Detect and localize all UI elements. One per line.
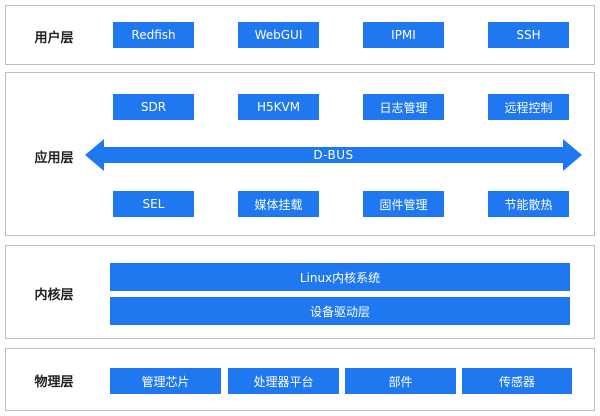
app-layer-label: 应用层 bbox=[34, 151, 74, 166]
physical-layer: 物理层 管理芯片 处理器平台 部件 传感器 bbox=[5, 348, 595, 411]
energy-cooling-box: 节能散热 bbox=[488, 191, 569, 217]
ssh-box: SSH bbox=[488, 22, 569, 48]
firmware-management-box: 固件管理 bbox=[363, 191, 444, 217]
sel-box: SEL bbox=[113, 191, 194, 217]
log-management-box: 日志管理 bbox=[363, 94, 444, 120]
kernel-layer: 内核层 Linux内核系统 设备驱动层 bbox=[5, 245, 595, 339]
remote-control-box: 远程控制 bbox=[488, 94, 569, 120]
double-arrow-icon bbox=[85, 139, 582, 171]
h5kvm-box: H5KVM bbox=[238, 94, 319, 120]
dbus-label: D-BUS bbox=[313, 148, 354, 162]
ipmi-box: IPMI bbox=[363, 22, 444, 48]
sdr-box: SDR bbox=[113, 94, 194, 120]
physical-layer-label: 物理层 bbox=[34, 375, 74, 390]
redfish-box: Redfish bbox=[113, 22, 194, 48]
management-chip-box: 管理芯片 bbox=[110, 368, 221, 394]
media-mount-box: 媒体挂载 bbox=[238, 191, 319, 217]
user-layer: 用户层 Redfish WebGUI IPMI SSH bbox=[5, 5, 595, 65]
components-box: 部件 bbox=[345, 368, 456, 394]
kernel-layer-label: 内核层 bbox=[34, 288, 74, 303]
dbus-arrow: D-BUS bbox=[85, 139, 582, 171]
app-layer: 应用层 SDR H5KVM 日志管理 远程控制 D-BUS SEL 媒体挂载 固… bbox=[5, 72, 595, 236]
device-driver-box: 设备驱动层 bbox=[110, 297, 570, 325]
linux-kernel-box: Linux内核系统 bbox=[110, 263, 570, 291]
sensor-box: 传感器 bbox=[462, 368, 572, 394]
webgui-box: WebGUI bbox=[238, 22, 319, 48]
processor-platform-box: 处理器平台 bbox=[228, 368, 339, 394]
user-layer-label: 用户层 bbox=[34, 31, 74, 46]
